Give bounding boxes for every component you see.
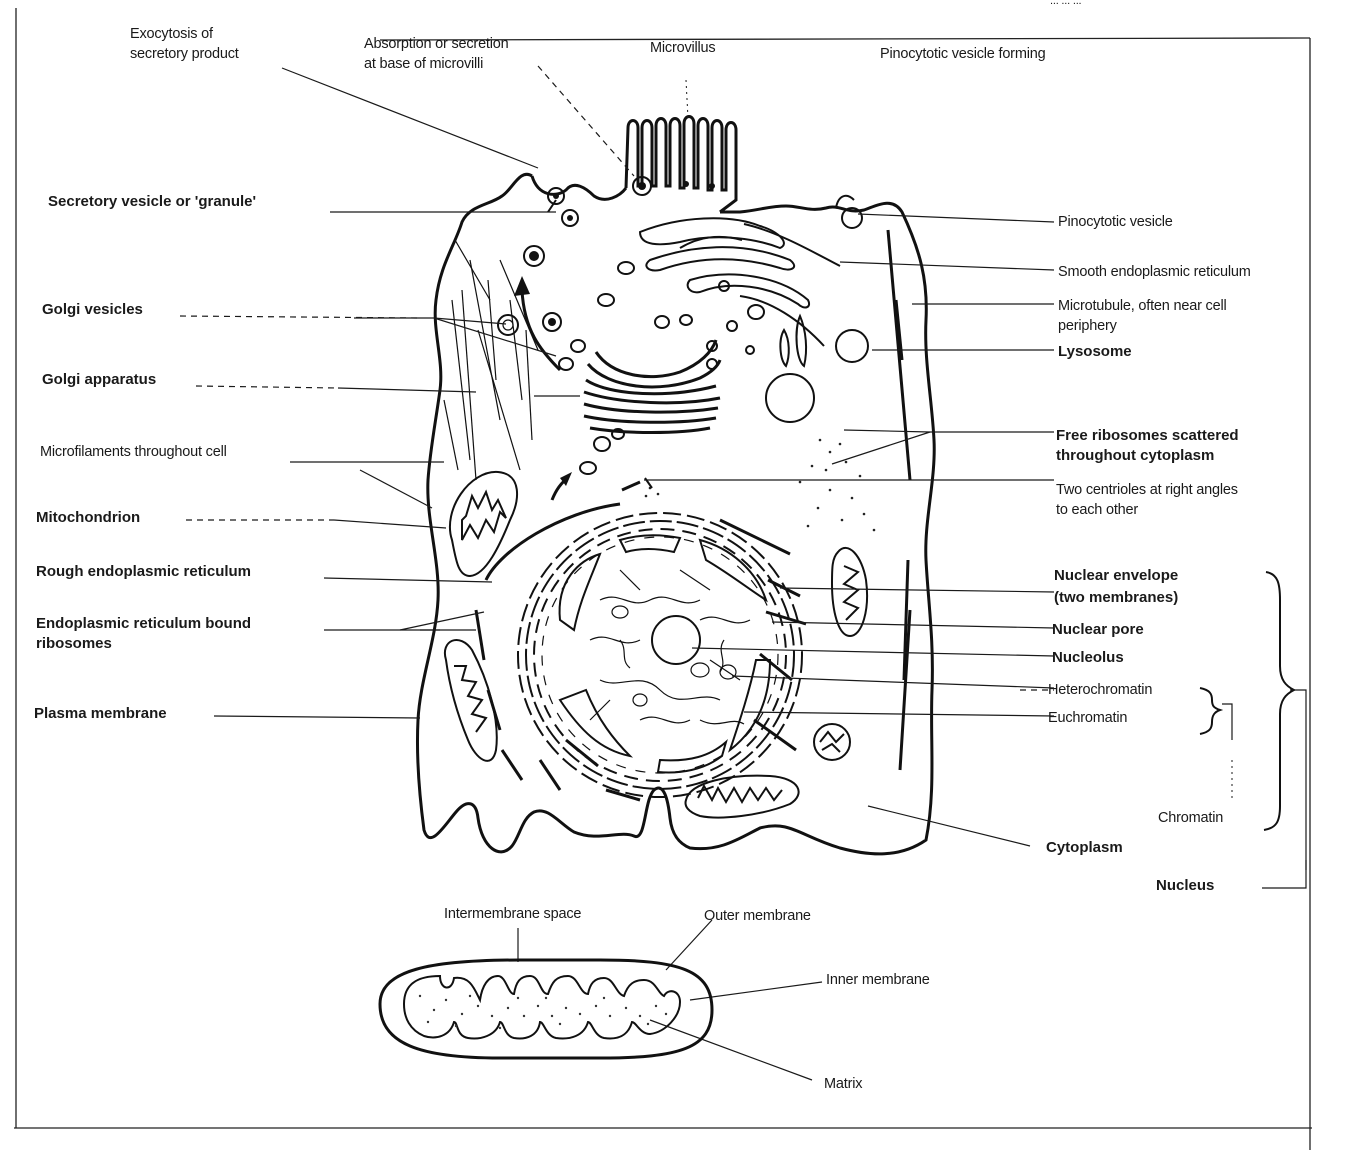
label-golgi-apparatus: Golgi apparatus <box>42 371 156 388</box>
braces <box>1200 572 1306 888</box>
small-vesicles <box>559 262 806 474</box>
mitochondrion-upper <box>450 472 517 576</box>
label-secretory-vesicle: Secretory vesicle or 'granule' <box>48 193 256 210</box>
label-free-ribosomes-2: throughout cytoplasm <box>1056 447 1214 464</box>
label-nucleus: Nucleus <box>1156 877 1214 894</box>
label-microtubule-1: Microtubule, often near cell <box>1058 298 1227 314</box>
label-pinocytotic-forming: Pinocytotic vesicle forming <box>880 46 1046 62</box>
label-exocytosis-1: Exocytosis of <box>130 26 214 42</box>
mitochondrion-lower-left <box>445 640 497 761</box>
label-nuclear-envelope-2: (two membranes) <box>1054 589 1178 606</box>
label-cytoplasm: Cytoplasm <box>1046 839 1123 856</box>
label-rough-er: Rough endoplasmic reticulum <box>36 563 251 580</box>
leader-lines <box>180 66 1054 1080</box>
header-fragment: ... ... ... <box>1050 0 1082 7</box>
label-chromatin: Chromatin <box>1158 810 1223 826</box>
label-centrioles-1: Two centrioles at right angles <box>1056 482 1238 498</box>
label-euchromatin: Euchromatin <box>1048 710 1127 726</box>
label-outer-membrane: Outer membrane <box>704 908 811 924</box>
transport-arrow-head <box>514 276 530 296</box>
label-matrix: Matrix <box>824 1076 863 1092</box>
mitochondrion-cross-section <box>814 724 850 760</box>
label-absorption-2: at base of microvilli <box>364 56 483 72</box>
label-inner-membrane: Inner membrane <box>826 972 930 988</box>
smooth-er <box>640 218 840 346</box>
nucleolus-shape <box>652 616 700 664</box>
label-pinocytotic-vesicle: Pinocytotic vesicle <box>1058 214 1173 230</box>
label-centrioles-2: to each other <box>1056 502 1138 518</box>
label-free-ribosomes-1: Free ribosomes scattered <box>1056 427 1239 444</box>
microfilaments <box>444 240 538 480</box>
label-absorption-1: Absorption or secretion <box>364 36 509 52</box>
mitochondrion-right <box>832 548 867 636</box>
pinocytotic-pit <box>836 196 854 208</box>
apical-membrane <box>532 176 626 199</box>
label-microfilaments: Microfilaments throughout cell <box>40 444 227 460</box>
label-nuclear-envelope-1: Nuclear envelope <box>1054 567 1178 584</box>
label-golgi-vesicles: Golgi vesicles <box>42 301 143 318</box>
label-intermembrane-space: Intermembrane space <box>444 906 581 922</box>
label-nucleolus: Nucleolus <box>1052 649 1124 666</box>
golgi-stack <box>584 340 720 433</box>
mitochondrion-detail <box>380 960 712 1058</box>
label-smooth-er: Smooth endoplasmic reticulum <box>1058 264 1251 280</box>
label-microvillus: Microvillus <box>650 40 715 56</box>
label-mitochondrion: Mitochondrion <box>36 509 140 526</box>
label-er-bound-ribosomes-1: Endoplasmic reticulum bound <box>36 615 251 632</box>
label-plasma-membrane: Plasma membrane <box>34 705 167 722</box>
label-er-bound-ribosomes-2: ribosomes <box>36 635 112 652</box>
label-heterochromatin: Heterochromatin <box>1048 682 1152 698</box>
label-microtubule-2: periphery <box>1058 318 1118 334</box>
lysosome-2 <box>766 374 814 422</box>
lysosome-1 <box>836 330 868 362</box>
label-lysosome: Lysosome <box>1058 343 1132 360</box>
microtubules <box>888 230 910 770</box>
microvilli <box>626 117 736 213</box>
label-exocytosis-2: secretory product <box>130 46 239 62</box>
label-nuclear-pore: Nuclear pore <box>1052 621 1144 638</box>
free-ribosome-dots <box>645 439 876 532</box>
centriole-1 <box>622 482 640 490</box>
